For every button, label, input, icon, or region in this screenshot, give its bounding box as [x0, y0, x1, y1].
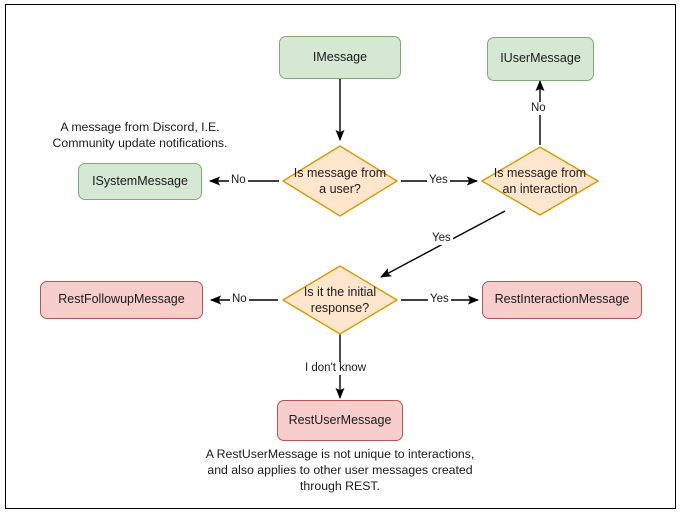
node-imessage-label: IMessage	[312, 49, 368, 64]
node-restusermessage[interactable]: RestUserMessage	[277, 400, 403, 441]
node-imessage[interactable]: IMessage	[279, 36, 401, 79]
note-system-message-line1: A message from Discord, I.E.	[60, 120, 220, 134]
edge-label-no-isystemmessage: No	[229, 174, 248, 187]
node-restfollowupmessage[interactable]: RestFollowupMessage	[40, 281, 203, 319]
edge-label-i-dont-know-restusermessage: I don't know	[303, 362, 369, 375]
decision-is-it-the-initial-response-shape[interactable]	[282, 265, 398, 335]
edge-label-yes-restinteractionmessage: Yes	[428, 293, 451, 306]
note-system-message: A message from Discord, I.E. Community u…	[40, 119, 240, 151]
edge-label-yes-initial-response: Yes	[430, 232, 453, 245]
node-restusermessage-label: RestUserMessage	[288, 412, 392, 427]
note-rest-user-message-line3: through REST.	[300, 479, 380, 494]
node-isystemmessage[interactable]: ISystemMessage	[78, 163, 202, 200]
note-system-message-line2: Community update notifications.	[52, 136, 228, 151]
edge-label-no-iusermessage: No	[529, 102, 548, 115]
node-isystemmessage-label: ISystemMessage	[92, 173, 188, 188]
node-restinteractionmessage[interactable]: RestInteractionMessage	[482, 281, 642, 319]
node-restinteractionmessage-label: RestInteractionMessage	[494, 292, 630, 307]
edge-label-no-restfollowupmessage: No	[230, 293, 249, 306]
note-rest-user-message-line2: and also applies to other user messages …	[207, 463, 473, 478]
node-iusermessage-label: IUserMessage	[500, 51, 581, 66]
decision-is-message-from-a-user-shape[interactable]	[282, 145, 398, 217]
note-rest-user-message: A RestUserMessage is not unique to inter…	[180, 446, 500, 495]
edge-label-yes-interaction-question: Yes	[427, 174, 450, 187]
node-restfollowupmessage-label: RestFollowupMessage	[58, 292, 185, 307]
decision-is-message-from-an-interaction-shape[interactable]	[481, 146, 599, 216]
node-iusermessage[interactable]: IUserMessage	[487, 37, 594, 81]
note-rest-user-message-line1: A RestUserMessage is not unique to inter…	[205, 447, 475, 461]
